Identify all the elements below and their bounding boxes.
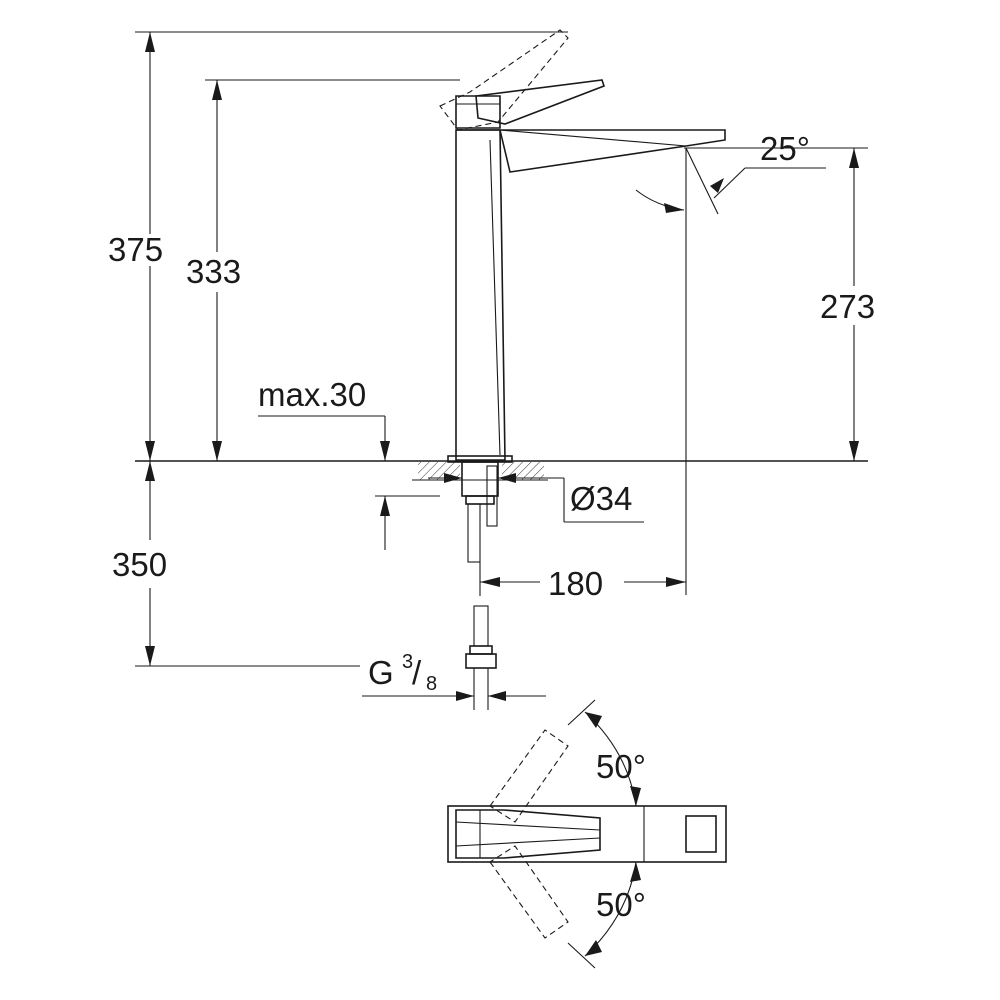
mounting-assembly: max.30 Ø34 — [258, 376, 644, 563]
lever — [439, 29, 606, 131]
label-25-degree: 25° — [760, 130, 810, 167]
label-273: 273 — [820, 288, 875, 325]
dimension-375: 375 — [108, 31, 568, 461]
dimension-333: 333 — [186, 79, 460, 461]
dimension-350: 350 — [112, 461, 360, 667]
top-view: 50° 50° — [447, 699, 727, 969]
label-333: 333 — [186, 253, 241, 290]
label-180: 180 — [548, 565, 603, 602]
label-thread-numerator: 3 — [402, 651, 413, 673]
connector-g-3-8: G 3 / 8 — [362, 605, 546, 710]
label-375: 375 — [108, 231, 163, 268]
faucet-body — [447, 129, 726, 463]
label-diameter-34: Ø34 — [570, 480, 632, 517]
label-50-degree-bottom: 50° — [596, 886, 646, 923]
label-thread-slash: / — [412, 654, 422, 691]
label-max-30: max.30 — [258, 376, 366, 413]
dimension-180: 180 — [479, 562, 686, 602]
label-thread-g: G — [368, 654, 394, 691]
label-50-degree-top: 50° — [596, 748, 646, 785]
dimension-273: 273 — [684, 147, 875, 461]
angle-25: 25° — [635, 130, 826, 595]
label-thread-denominator: 8 — [426, 673, 437, 695]
label-350: 350 — [112, 546, 167, 583]
